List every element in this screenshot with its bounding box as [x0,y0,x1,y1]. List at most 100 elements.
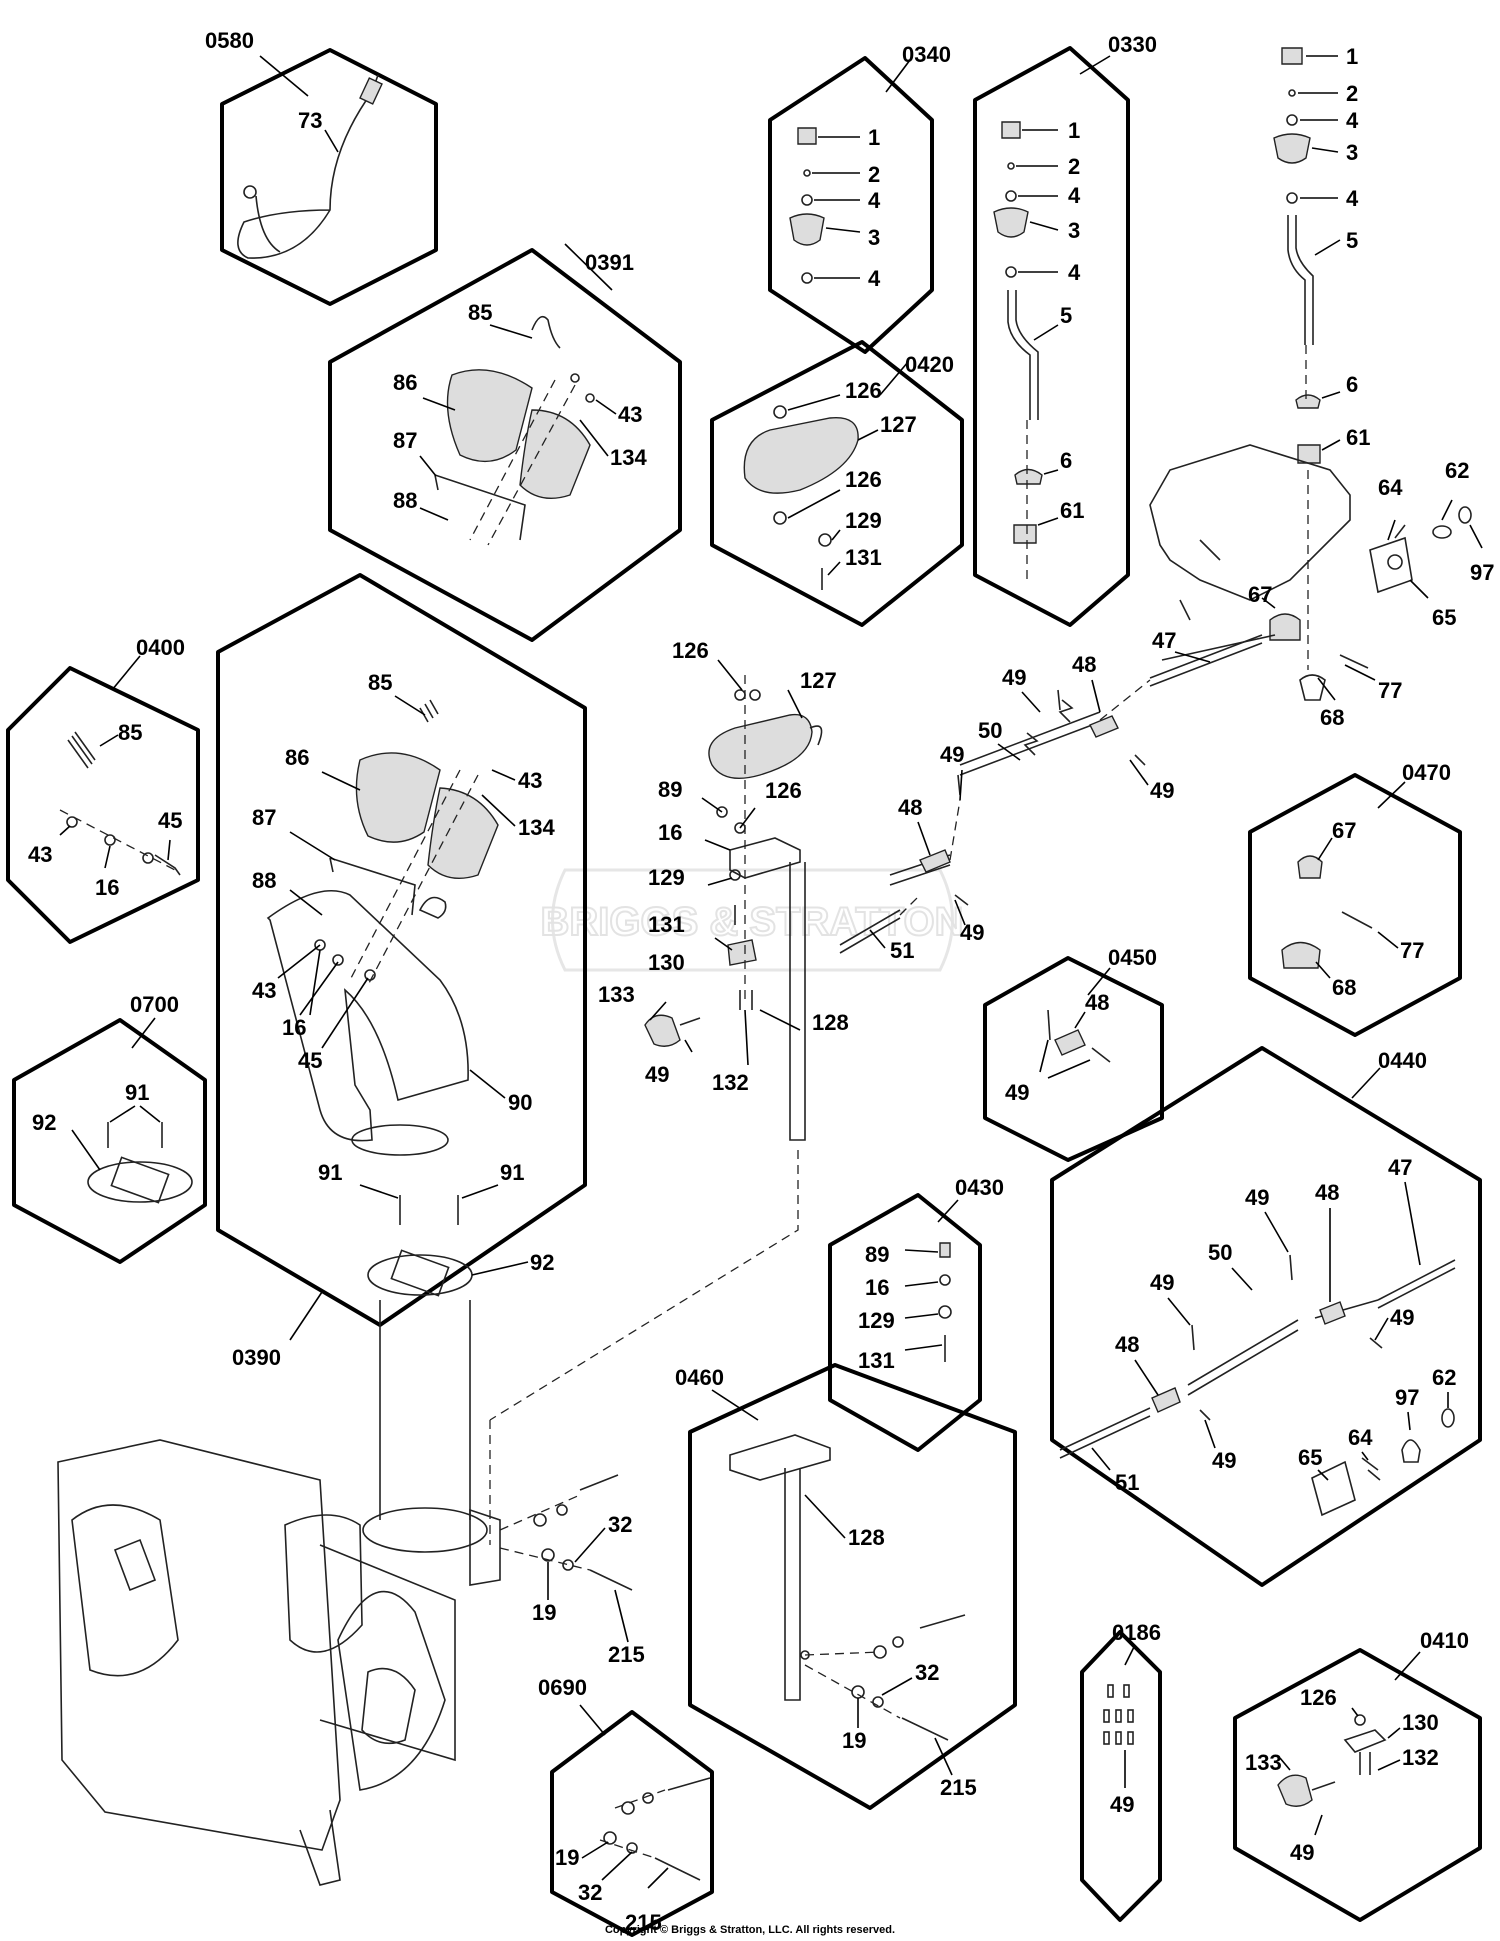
part-label-1: 1 [868,125,880,150]
part-label-133: 133 [1245,1750,1282,1775]
group-0400[interactable]: 0400 85 43 16 45 [6,635,200,944]
part-label-19: 19 [532,1600,556,1625]
part-label-61: 61 [1060,498,1084,523]
group-0410[interactable]: 0410 126 130 132 133 49 [1233,1628,1482,1922]
part-label-131: 131 [648,912,685,937]
group-0391[interactable]: 0391 85 86 87 88 43 134 [328,243,682,642]
part-label-48: 48 [1072,652,1096,677]
part-label-89: 89 [658,777,682,802]
part-label-86: 86 [393,370,417,395]
part-label-88: 88 [252,868,276,893]
part-label-2: 2 [868,162,880,187]
group-0690[interactable]: 0690 19 32 215 [538,1675,714,1937]
crank-tube-assembly[interactable]: 126 127 89 126 16 129 131 130 133 49 132… [489,638,849,1421]
housing-fasteners[interactable]: 32 19 215 [499,1474,645,1667]
part-label-62: 62 [1432,1365,1456,1390]
part-label-32: 32 [608,1512,632,1537]
group-0440[interactable]: 0440 47 49 48 50 49 49 48 49 51 65 64 [1050,1046,1482,1587]
part-label-92: 92 [32,1110,56,1135]
part-label-4: 4 [1346,186,1359,211]
part-label-47: 47 [1152,628,1176,653]
group-0580[interactable]: 0580 73 [205,28,438,306]
part-label-49: 49 [645,1062,669,1087]
part-label-49: 49 [1150,1270,1174,1295]
group-label-0391: 0391 [585,250,634,275]
group-0700[interactable]: 0700 91 92 [12,992,207,1264]
part-label-48: 48 [898,795,922,820]
part-label-129: 129 [858,1308,895,1333]
group-0470[interactable]: 0470 67 77 68 [1248,760,1462,1037]
part-label-1: 1 [1346,44,1358,69]
part-label-91: 91 [125,1080,149,1105]
part-label-32: 32 [915,1660,939,1685]
part-label-132: 132 [1402,1745,1439,1770]
part-label-49: 49 [1212,1448,1236,1473]
part-label-4: 4 [868,188,881,213]
part-label-43: 43 [518,768,542,793]
group-label-0340: 0340 [902,42,951,67]
part-label-49: 49 [1290,1840,1314,1865]
part-label-32: 32 [578,1880,602,1905]
part-label-91: 91 [500,1160,524,1185]
part-label-47: 47 [1388,1155,1412,1180]
copyright-text: Copyright © Briggs & Stratton, LLC. All … [605,1924,895,1936]
group-0330[interactable]: 0330 1 2 4 3 4 5 6 61 [973,32,1157,627]
part-label-73: 73 [298,108,322,133]
part-label-4: 4 [868,266,881,291]
group-0420[interactable]: 0420 126 127 126 129 131 [710,340,964,627]
part-label-86: 86 [285,745,309,770]
part-label-16: 16 [865,1275,889,1300]
part-label-5: 5 [1060,303,1072,328]
group-0430[interactable]: 0430 89 16 129 131 [828,1175,1004,1452]
part-label-215: 215 [608,1642,645,1667]
part-label-5: 5 [1346,228,1358,253]
part-label-48: 48 [1115,1332,1139,1357]
part-label-51: 51 [890,938,914,963]
part-label-49: 49 [1002,665,1026,690]
auger-housing [57,1300,501,1886]
part-label-49: 49 [1150,778,1174,803]
group-0390[interactable]: 0390 85 86 43 134 87 88 43 16 45 90 91 9… [216,573,587,1370]
group-label-0700: 0700 [130,992,179,1017]
part-label-87: 87 [252,805,276,830]
part-label-91: 91 [318,1160,342,1185]
part-label-67: 67 [1248,582,1272,607]
part-label-126: 126 [1300,1685,1337,1710]
part-label-49: 49 [1005,1080,1029,1105]
group-label-0580: 0580 [205,28,254,53]
part-label-43: 43 [28,842,52,867]
group-0186[interactable]: 0186 49 [1080,1620,1162,1922]
part-label-130: 130 [648,950,685,975]
part-label-50: 50 [1208,1240,1232,1265]
part-label-48: 48 [1315,1180,1339,1205]
part-label-128: 128 [812,1010,849,1035]
group-0460[interactable]: 0460 128 32 19 215 [675,1363,1017,1810]
part-label-3: 3 [868,225,880,250]
part-label-92: 92 [530,1250,554,1275]
part-label-68: 68 [1332,975,1356,1000]
part-label-126: 126 [765,778,802,803]
group-0340[interactable]: 0340 1 2 4 3 4 [768,42,951,354]
part-label-215: 215 [940,1775,977,1800]
part-label-16: 16 [282,1015,306,1040]
control-shaft-assembly[interactable]: 47 48 49 49 50 49 48 49 51 [839,628,1263,963]
part-label-134: 134 [518,815,555,840]
part-label-4: 4 [1068,183,1081,208]
part-label-16: 16 [95,875,119,900]
part-label-6: 6 [1060,448,1072,473]
part-label-85: 85 [118,720,142,745]
part-label-45: 45 [298,1048,322,1073]
part-label-126: 126 [845,467,882,492]
group-0450[interactable]: 0450 48 49 [983,945,1164,1162]
part-label-65: 65 [1298,1445,1322,1470]
part-label-126: 126 [672,638,709,663]
part-label-43: 43 [252,978,276,1003]
control-assembly-top-right[interactable]: 1 2 4 3 4 5 6 61 64 62 97 65 67 68 77 [1149,44,1494,730]
group-label-0420: 0420 [905,352,954,377]
group-label-0400: 0400 [136,635,185,660]
part-label-3: 3 [1346,140,1358,165]
part-label-2: 2 [1068,154,1080,179]
part-label-131: 131 [858,1348,895,1373]
group-label-0470: 0470 [1402,760,1451,785]
